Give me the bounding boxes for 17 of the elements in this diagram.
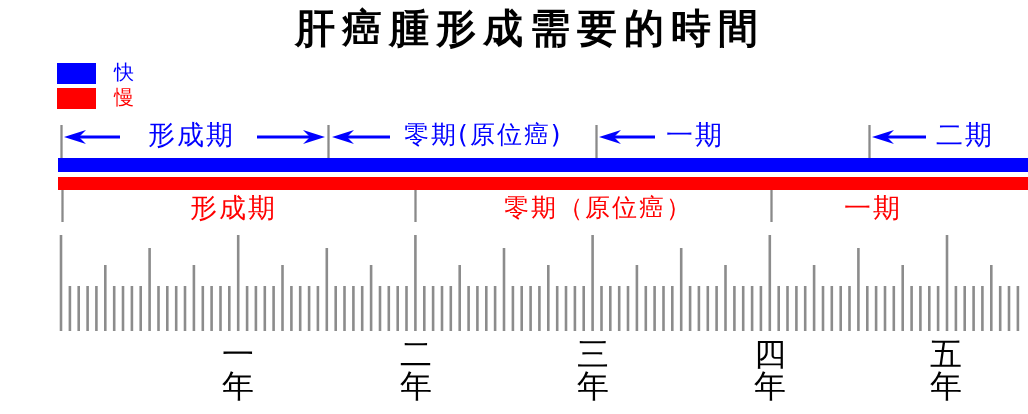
title: 肝癌腫形成需要的時間 <box>293 8 766 48</box>
phase-label: 一期 <box>666 121 724 148</box>
phase-label: 零期（原位癌） <box>504 195 693 220</box>
legend-label: 慢 <box>114 87 134 107</box>
legend-label: 快 <box>114 62 134 82</box>
phase-label: 一期 <box>844 194 902 221</box>
phase-label: 零期(原位癌) <box>404 122 563 147</box>
phase-label: 二期 <box>936 121 994 148</box>
timeline-bar <box>58 158 1028 172</box>
phase-label: 形成期 <box>190 194 277 221</box>
year-label: 二年 <box>400 338 432 402</box>
timeline-bar <box>58 177 1028 190</box>
year-label: 五年 <box>930 338 962 402</box>
year-label: 一年 <box>222 338 254 402</box>
year-label: 三年 <box>577 338 609 402</box>
year-label: 四年 <box>754 338 786 402</box>
phase-label: 形成期 <box>148 121 235 148</box>
